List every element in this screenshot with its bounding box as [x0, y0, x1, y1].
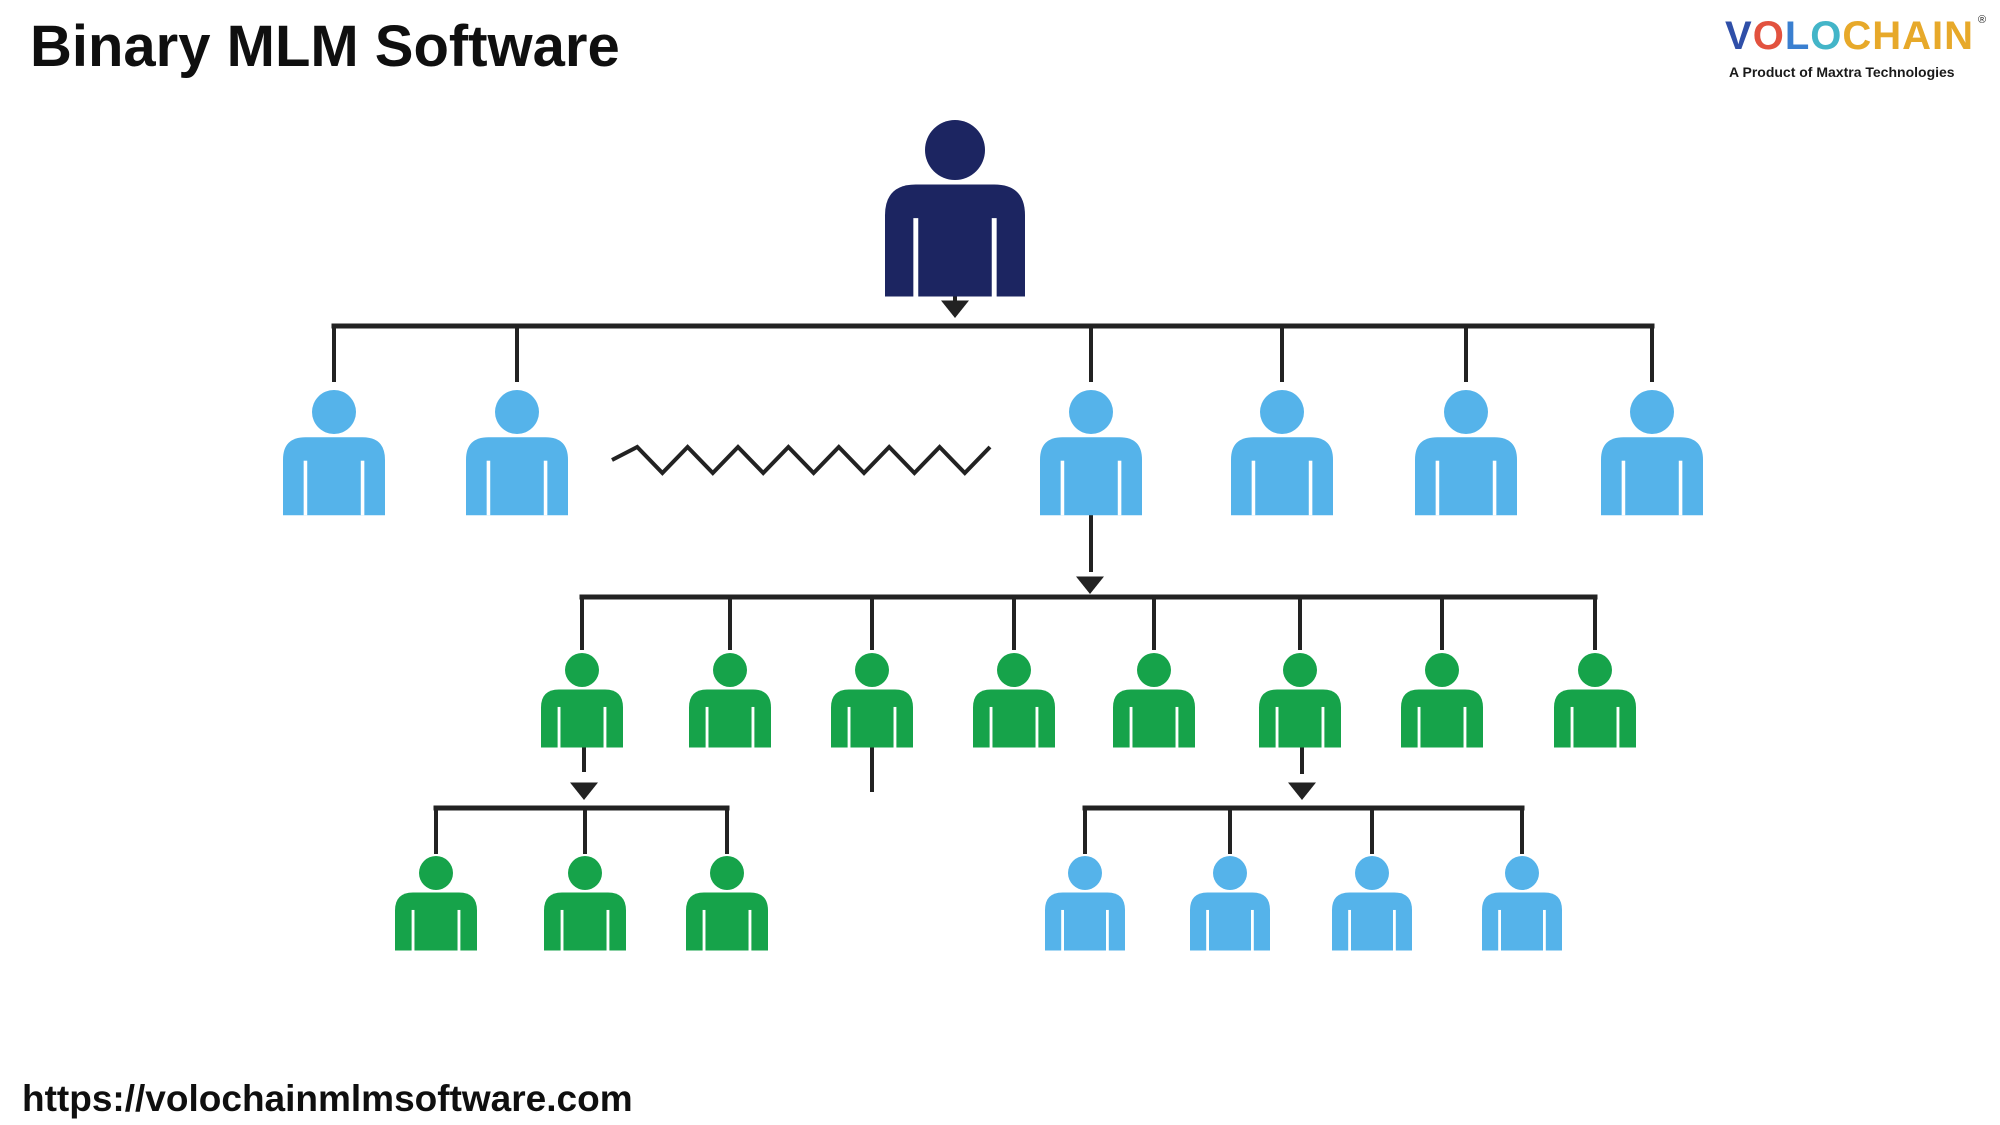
person-head	[1260, 390, 1304, 434]
level3-right-member-icon	[1482, 856, 1562, 951]
person-body	[1601, 437, 1703, 516]
person-body	[973, 689, 1055, 748]
logo-letter: O	[1752, 14, 1785, 58]
logo-letter: I	[1932, 14, 1945, 58]
person-body	[466, 437, 568, 516]
level1-member-icon	[1040, 390, 1142, 516]
level2-member-icon	[1554, 653, 1636, 748]
person-head	[312, 390, 356, 434]
person-head	[1444, 390, 1488, 434]
level1-member-icon	[466, 390, 568, 516]
level2-member-icon	[541, 653, 623, 748]
level3-left-member-icon	[395, 856, 477, 951]
logo-letter: A	[1902, 14, 1933, 58]
volochain-logo: VOLOCHAIN ® A Product of Maxtra Technolo…	[1725, 14, 1987, 86]
person-body	[1040, 437, 1142, 516]
level1-member-icon	[1601, 390, 1703, 516]
website-url: https://volochainmlmsoftware.com	[22, 1078, 633, 1119]
level3-right-member-icon	[1332, 856, 1412, 951]
logo-letter: N	[1944, 14, 1975, 58]
logo-letter: L	[1784, 14, 1811, 58]
person-body	[1554, 689, 1636, 748]
person-head	[1213, 856, 1247, 890]
level1-member-icon	[283, 390, 385, 516]
person-body	[395, 892, 477, 951]
logo-letter: C	[1842, 14, 1873, 58]
person-body	[544, 892, 626, 951]
person-body	[689, 689, 771, 748]
person-head	[1425, 653, 1459, 687]
level2-member-icon	[1259, 653, 1341, 748]
person-head	[1355, 856, 1389, 890]
person-body	[831, 689, 913, 748]
person-head	[713, 653, 747, 687]
logo-tagline: A Product of Maxtra Technologies	[1729, 64, 1955, 80]
person-head	[1283, 653, 1317, 687]
logo-letter: H	[1872, 14, 1903, 58]
person-head	[419, 856, 453, 890]
person-head	[1068, 856, 1102, 890]
person-head	[1630, 390, 1674, 434]
person-body	[686, 892, 768, 951]
person-head	[710, 856, 744, 890]
level1-member-icon	[1415, 390, 1517, 516]
person-body	[1482, 892, 1562, 951]
level2-member-icon	[689, 653, 771, 748]
level2-member-icon	[1113, 653, 1195, 748]
level3-right-member-icon	[1045, 856, 1125, 951]
person-body	[1231, 437, 1333, 516]
level2-member-icon	[973, 653, 1055, 748]
level2-right-arrow	[1288, 782, 1316, 800]
level3-right-member-icon	[1190, 856, 1270, 951]
person-body	[1415, 437, 1517, 516]
level1-arrow	[1076, 576, 1104, 594]
connector-lines	[331, 273, 1655, 854]
zigzag-gap-line	[611, 444, 992, 476]
root-arrow	[941, 300, 969, 318]
level3-left-member-icon	[544, 856, 626, 951]
person-body	[1113, 689, 1195, 748]
person-head	[925, 120, 985, 180]
person-head	[1578, 653, 1612, 687]
person-body	[541, 689, 623, 748]
level1-member-icon	[1231, 390, 1333, 516]
level2-left-arrow	[570, 782, 598, 800]
logo-registered-mark: ®	[1978, 14, 1987, 26]
person-body	[1259, 689, 1341, 748]
person-head	[997, 653, 1031, 687]
level2-member-icon	[831, 653, 913, 748]
person-body	[885, 184, 1025, 297]
member-icons	[283, 120, 1703, 951]
person-body	[283, 437, 385, 516]
person-body	[1401, 689, 1483, 748]
level2-member-icon	[1401, 653, 1483, 748]
person-body	[1045, 892, 1125, 951]
logo-letter: O	[1810, 14, 1843, 58]
person-head	[565, 653, 599, 687]
logo-letter: V	[1725, 14, 1753, 58]
person-head	[495, 390, 539, 434]
person-head	[1505, 856, 1539, 890]
page-title: Binary MLM Software	[30, 14, 620, 79]
logo-wordmark: VOLOCHAIN	[1725, 14, 1974, 58]
person-body	[1332, 892, 1412, 951]
person-head	[1137, 653, 1171, 687]
person-head	[1069, 390, 1113, 434]
level3-left-member-icon	[686, 856, 768, 951]
person-body	[1190, 892, 1270, 951]
root-member-icon	[885, 120, 1025, 297]
person-head	[855, 653, 889, 687]
person-head	[568, 856, 602, 890]
